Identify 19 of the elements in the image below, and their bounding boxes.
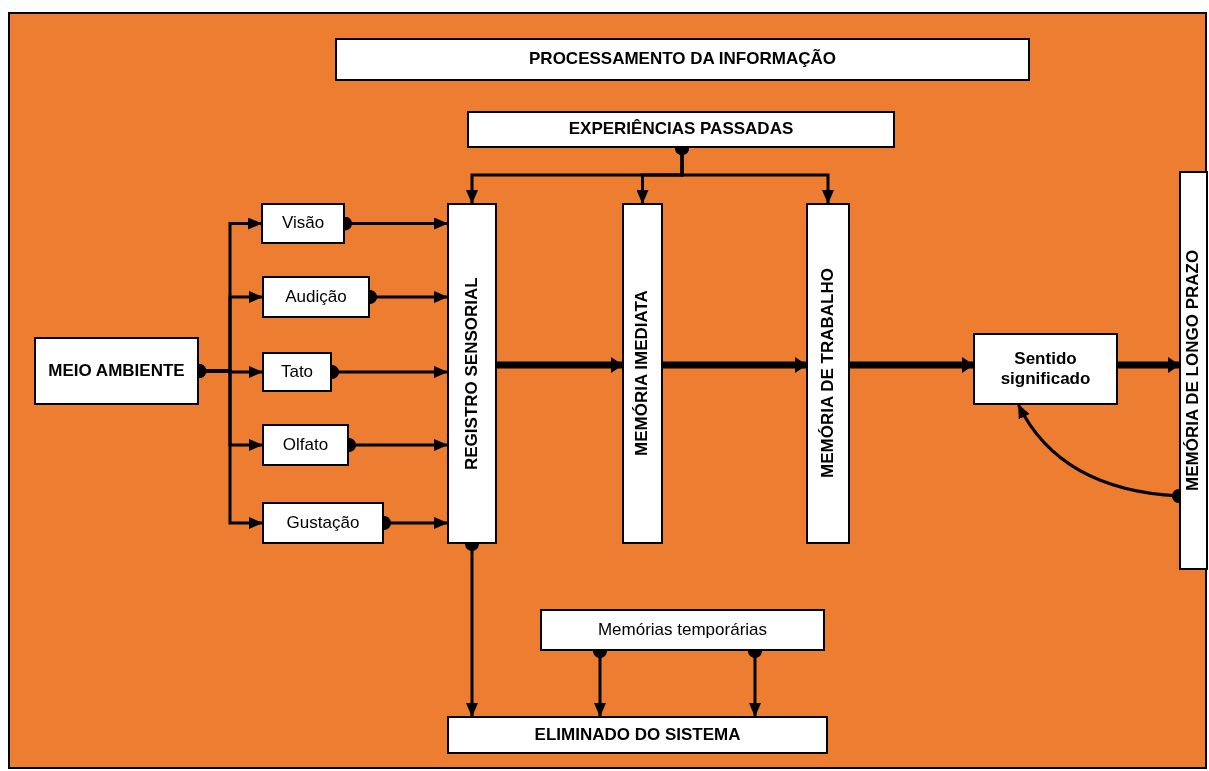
process-box: Olfato <box>262 424 349 466</box>
process-box: Gustação <box>262 502 384 544</box>
arrow <box>1118 357 1180 373</box>
title-box: PROCESSAMENTO DA INFORMAÇÃO <box>335 38 1030 81</box>
process-box: Tato <box>262 352 332 392</box>
arrow <box>663 357 807 373</box>
process-box: MEMÓRIA DE LONGO PRAZO <box>1179 171 1208 570</box>
process-box: REGISTRO SENSORIAL <box>447 203 497 544</box>
process-box: MEMÓRIA DE TRABALHO <box>806 203 850 544</box>
arrow <box>497 357 623 373</box>
process-box: MEMÓRIA IMEDIATA <box>622 203 663 544</box>
process-box: Audição <box>262 276 370 318</box>
process-box: MEIO AMBIENTE <box>34 337 199 405</box>
arrow <box>850 357 974 373</box>
process-box: EXPERIÊNCIAS PASSADAS <box>467 111 895 148</box>
process-box: Sentido significado <box>973 333 1118 405</box>
process-box: Visão <box>261 203 345 244</box>
process-box: Memórias temporárias <box>540 609 825 651</box>
process-box: ELIMINADO DO SISTEMA <box>447 716 828 754</box>
